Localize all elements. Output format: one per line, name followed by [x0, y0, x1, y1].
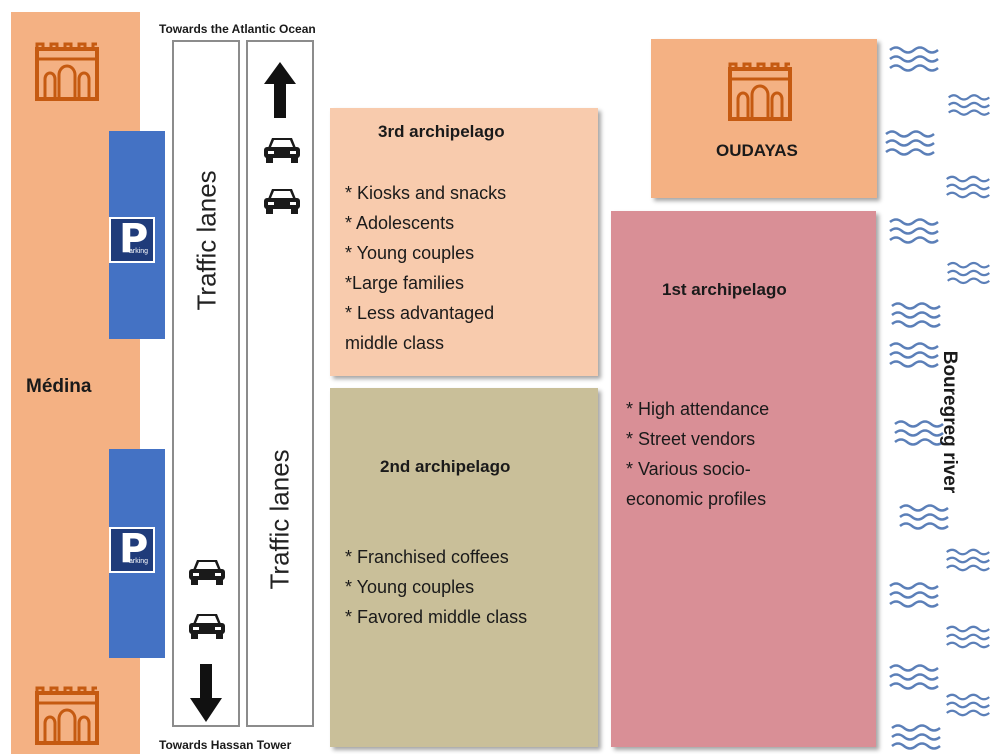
- list-item: * Kiosks and snacks: [345, 183, 507, 203]
- water-wave-icon: [884, 128, 936, 158]
- list-item: * Favored middle class: [345, 607, 528, 627]
- parking-small-text: arking: [129, 248, 149, 255]
- gate-icon: [35, 40, 99, 102]
- second-archipelago-list: * Franchised coffees * Young couples * F…: [345, 542, 527, 632]
- bottom-direction-label: Towards Hassan Tower: [159, 738, 292, 752]
- car-icon: [262, 184, 302, 221]
- water-wave-icon: [947, 90, 991, 120]
- water-wave-icon: [945, 622, 991, 652]
- gate-icon: [728, 61, 792, 121]
- list-item: * Various socio-: [626, 459, 751, 479]
- parking-sign-icon: P arking: [109, 216, 155, 263]
- list-item: * Less advantaged: [345, 303, 495, 323]
- gate-icon: [35, 684, 99, 746]
- list-item: * Franchised coffees: [345, 547, 509, 567]
- water-wave-icon: [888, 44, 940, 74]
- oudayas-box: OUDAYAS: [651, 39, 877, 198]
- arrow-down-icon: [188, 662, 224, 729]
- water-wave-icon: [890, 300, 942, 330]
- top-direction-label: Towards the Atlantic Ocean: [159, 22, 316, 36]
- list-item: middle class: [345, 333, 445, 353]
- parking-small-text: arking: [129, 558, 149, 565]
- car-icon: [262, 133, 302, 170]
- water-wave-icon: [945, 172, 991, 202]
- water-wave-icon: [888, 580, 940, 610]
- car-icon: [187, 609, 227, 646]
- first-archipelago-box: 1st archipelago * High attendance * Stre…: [611, 211, 876, 747]
- water-wave-icon: [888, 216, 940, 246]
- water-wave-icon: [890, 722, 942, 752]
- parking-sign-icon: P arking: [109, 526, 155, 573]
- first-archipelago-title: 1st archipelago: [662, 280, 787, 299]
- traffic-lane-left: [172, 40, 240, 727]
- second-archipelago-box: 2nd archipelago * Franchised coffees * Y…: [330, 388, 598, 747]
- list-item: *Large families: [345, 273, 465, 293]
- parking-letter: P: [119, 526, 149, 572]
- parking-area: P arking: [109, 131, 165, 339]
- parking-letter: P: [119, 216, 149, 262]
- water-wave-icon: [898, 502, 950, 532]
- traffic-lanes-label: Traffic lanes: [191, 170, 222, 311]
- oudayas-label: OUDAYAS: [716, 141, 798, 160]
- list-item: * Young couples: [345, 577, 475, 597]
- parking-area: P arking: [109, 449, 165, 658]
- water-wave-icon: [888, 340, 940, 370]
- car-icon: [187, 555, 227, 592]
- second-archipelago-title: 2nd archipelago: [380, 457, 511, 476]
- list-item: * Street vendors: [626, 429, 756, 449]
- river-label: Bouregreg river: [939, 350, 960, 494]
- list-item: * Adolescents: [345, 213, 455, 233]
- water-wave-icon: [888, 662, 940, 692]
- water-wave-icon: [945, 690, 991, 720]
- third-archipelago-box: 3rd archipelago * Kiosks and snacks * Ad…: [330, 108, 598, 376]
- list-item: economic profiles: [626, 489, 767, 509]
- arrow-up-icon: [262, 60, 298, 125]
- third-archipelago-list: * Kiosks and snacks * Adolescents * Youn…: [345, 178, 506, 358]
- medina-label: Médina: [26, 376, 92, 397]
- list-item: * Young couples: [345, 243, 475, 263]
- traffic-lanes-label: Traffic lanes: [264, 449, 295, 590]
- water-wave-icon: [946, 258, 991, 288]
- list-item: * High attendance: [626, 399, 770, 419]
- third-archipelago-title: 3rd archipelago: [378, 122, 505, 141]
- first-archipelago-list: * High attendance * Street vendors * Var…: [626, 394, 769, 514]
- water-wave-icon: [945, 545, 991, 575]
